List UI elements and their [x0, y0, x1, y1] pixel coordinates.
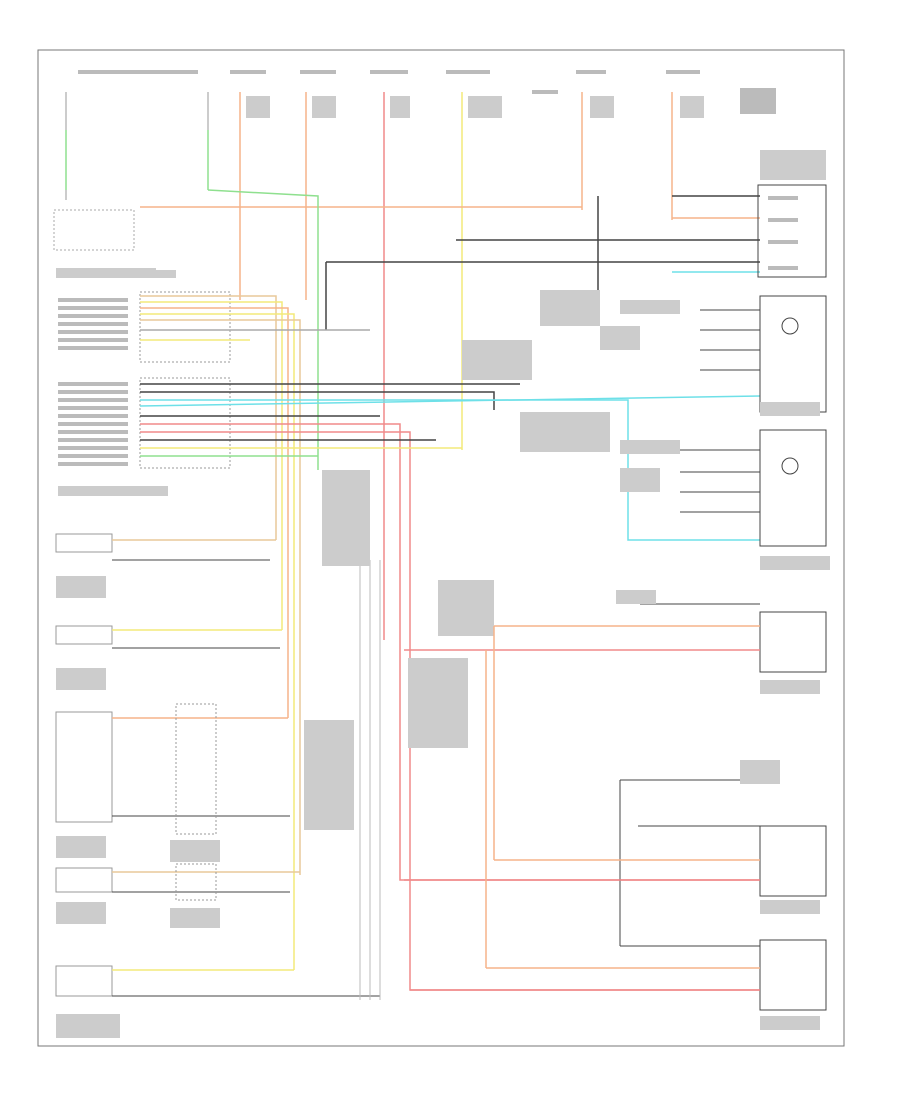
right-front-door-module	[600, 295, 827, 416]
left-rear-switch	[55, 703, 290, 862]
left-rear-door-module	[404, 760, 827, 946]
middle-notes	[304, 290, 610, 1000]
left-front-switch	[55, 533, 276, 598]
top-label-3	[300, 70, 336, 74]
top-label-4	[370, 70, 408, 74]
right-rear-switch	[55, 863, 300, 928]
top-label-8	[666, 70, 700, 74]
top-label-1	[78, 70, 198, 74]
right-rear-door-module	[410, 650, 827, 1030]
liftgate-lock-module	[404, 590, 827, 860]
top-label-6	[532, 90, 558, 94]
top-label-2	[230, 70, 266, 74]
top-label-5	[446, 70, 490, 74]
fuse-labels	[246, 96, 704, 118]
right-front-switch	[55, 625, 282, 690]
bcm-output-wires	[139, 295, 761, 991]
top-connectors	[78, 70, 776, 114]
top-right-wires	[140, 189, 760, 470]
combination-switch	[53, 92, 209, 274]
diagram-frame	[37, 49, 845, 1047]
left-front-door-module	[620, 429, 830, 570]
top-label-7	[576, 70, 606, 74]
top-label-9	[740, 88, 776, 114]
body-control-module	[56, 270, 231, 496]
liftgate-switch	[55, 965, 380, 1038]
left-switches	[55, 533, 380, 1038]
rear-module-box	[757, 150, 827, 278]
vertical-wires-top	[239, 92, 673, 640]
